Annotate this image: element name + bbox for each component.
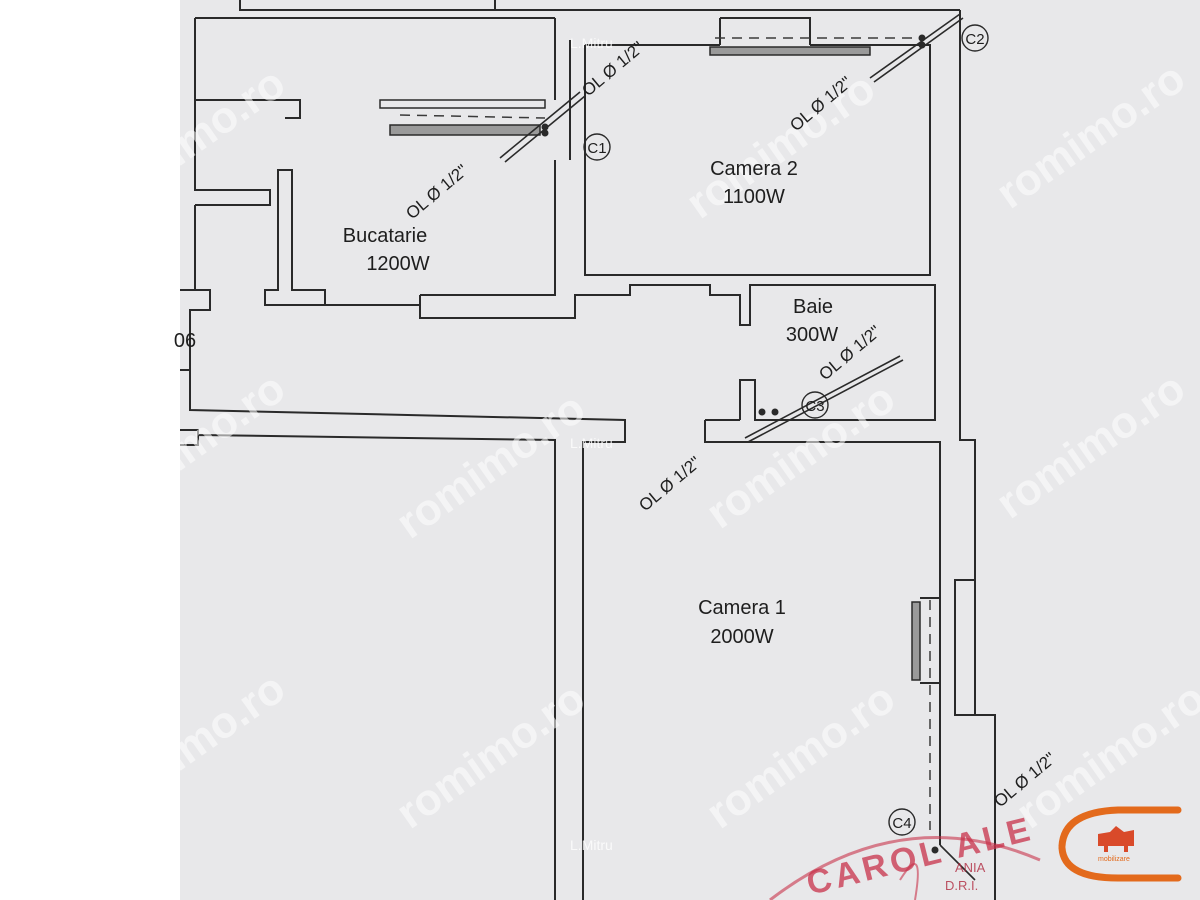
circuit-markers: C1 C2 C3 C4 [583,24,989,836]
watermark-author: L.Mitru [570,837,613,853]
circuit-label-c3: C3 [805,398,824,415]
pipe-c3 [744,355,904,443]
circuit-label-c4: C4 [892,815,911,832]
stamp-subtext: ANIA [955,860,986,875]
watermark: romimo.ro [388,673,594,838]
dashed-lines [399,37,931,830]
watermarks: romimo.ro romimo.ro romimo.ro romimo.ro … [88,35,1200,853]
floor-plan-paper [180,0,1200,900]
stamp-signature [899,863,919,900]
stamp-text: CAROL ALE [803,810,1038,900]
room-power-bucatarie: 1200W [366,253,429,275]
circuit-label-c1: C1 [587,140,606,157]
pipe-node [931,846,939,854]
pipe-node [758,408,766,416]
watermark: romimo.ro [698,373,904,538]
cow-icon [1098,826,1134,852]
pipe-c2 [869,13,964,83]
watermark: romimo.ro [88,58,294,223]
circuit-label-c2: C2 [965,31,984,48]
room-power-baie: 300W [786,324,838,346]
watermark: romimo.ro [988,363,1194,528]
watermark-author: L.Mitru [570,35,613,51]
pipe-node [541,129,549,137]
circuit-circle [801,391,829,419]
watermark: romimo.ro [388,383,594,548]
pipe-node [918,41,926,49]
circuit-circle [583,133,611,161]
pipe-node [541,123,549,131]
pipe-label: OL Ø 1/2" [402,161,471,223]
radiator-camera1 [911,601,921,681]
walls [180,0,996,900]
room-name-bucatarie: Bucatarie [343,225,428,247]
room-power-camera2: 1100W [723,186,785,208]
watermark: romimo.ro [988,53,1194,218]
brand-caption: mobilizare [1098,856,1130,863]
room-name-camera2: Camera 2 [710,158,798,180]
radiator-kitchen-top [379,99,546,109]
edge-text: 06 [174,330,196,352]
watermark-author: L.Mitru [570,435,613,451]
watermark: romimo.ro [698,673,904,838]
room-name-baie: Baie [793,296,833,318]
circuit-circle [961,24,989,52]
circuit-circle [888,808,916,836]
room-labels: Bucatarie 1200W Camera 2 1100W Baie 300W… [343,158,838,648]
logo-arc-bottom [1058,844,1182,882]
radiators [379,46,921,681]
pipe-label: OL Ø 1/2" [635,453,704,515]
watermark: romimo.ro [88,663,294,828]
stamp-arc [769,836,1041,900]
room-name-camera1: Camera 1 [698,597,786,619]
pipe-node [918,34,926,42]
pipe-c4 [939,844,976,881]
pipe-node [771,408,779,416]
room-power-camera1: 2000W [710,626,773,648]
logo-arc-top [1058,806,1182,850]
brand-logo [1058,806,1182,882]
radiator-camera2 [709,46,871,56]
stamp-subtext-2: D.R.I. [945,878,978,893]
radiator-kitchen [389,124,541,136]
pipes [499,13,976,881]
